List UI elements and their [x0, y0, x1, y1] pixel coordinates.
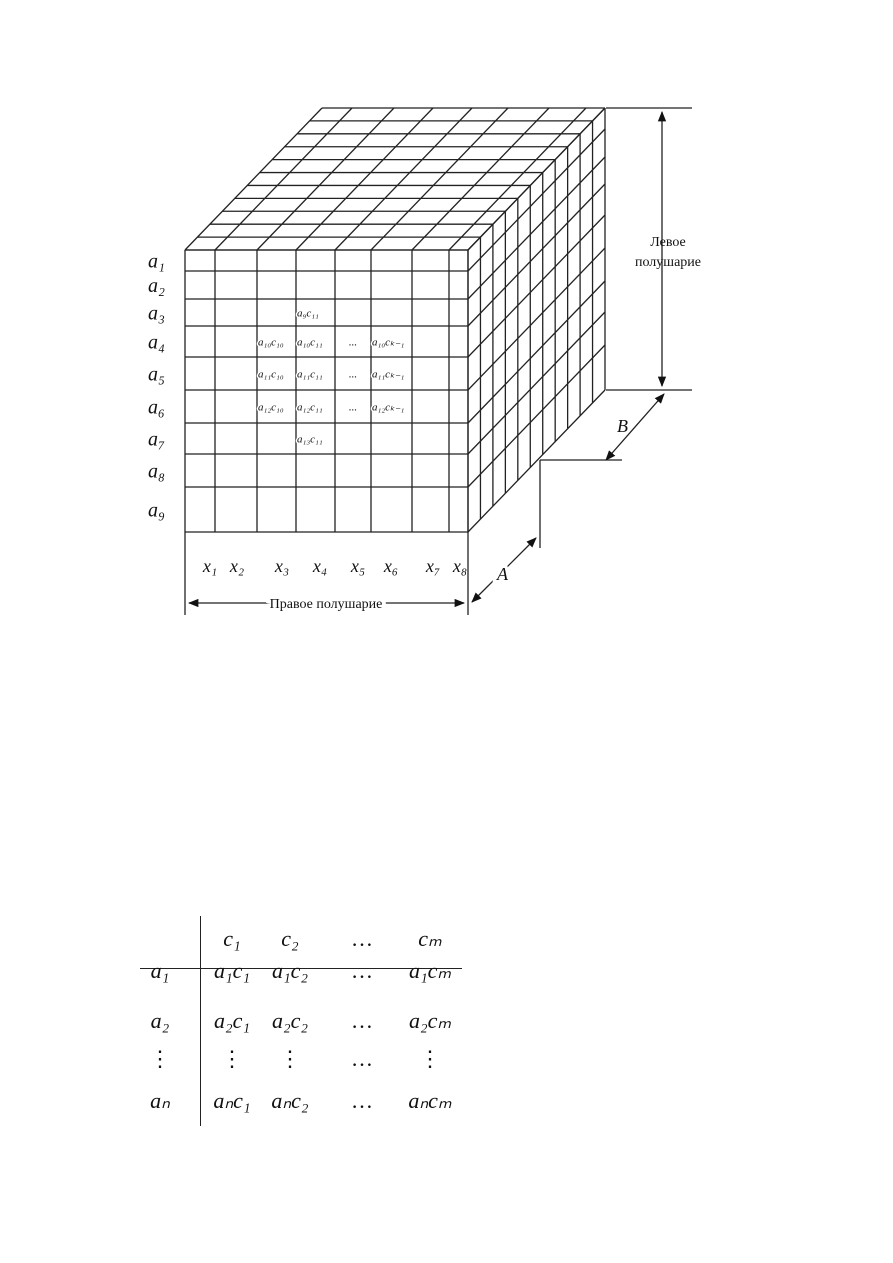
cube-cell-10: a₁₂c₁₁ [297, 402, 323, 414]
dimension-lines [184, 107, 692, 615]
side-row-line-0 [467, 107, 606, 251]
cube-cell-2: a₁₀c₁₁ [297, 337, 323, 349]
left-hemisphere-label-line1: Левое [650, 235, 686, 250]
row-label-6: a₆ [148, 397, 165, 419]
matrix-cell-4-1: aₙc₁ [213, 1088, 251, 1113]
matrix-row-label-2: a₂ [150, 1008, 170, 1033]
row-label-2: a₂ [148, 275, 165, 297]
depth-a-label: A [496, 564, 509, 584]
top-col-line-0 [184, 107, 323, 251]
side-row-line-5 [467, 247, 606, 391]
side-row-line-3 [467, 183, 606, 327]
top-col-line-3 [295, 107, 434, 251]
matrix-cell-2-3: … [351, 1008, 373, 1033]
row-label-8: a₈ [148, 461, 165, 483]
matrix-cell-1-1: a₁c₁ [213, 958, 251, 983]
col-label-4: x₄ [312, 556, 327, 576]
cube-cell-5: a₁₁c₁₀ [258, 369, 284, 381]
matrix-cell-2-1: a₂c₁ [213, 1008, 251, 1033]
depth-a-arrow [471, 537, 537, 603]
cube-cell-6: a₁₁c₁₁ [297, 369, 323, 381]
left-hemisphere-label-line2: полушарие [635, 255, 701, 270]
matrix-cell-1-3: … [351, 958, 373, 983]
matrix-cell-3-1: ⋮ [221, 1046, 243, 1071]
col-label-7: x₇ [425, 556, 440, 576]
matrix-col-header-1: c₁ [223, 926, 241, 951]
matrix-label-rule [200, 916, 201, 1126]
matrix-col-header-3: … [351, 926, 373, 951]
matrix-col-header-2: c₂ [281, 926, 299, 951]
matrix-cell-4-2: aₙc₂ [271, 1088, 309, 1113]
depth-b-arrow [605, 393, 665, 461]
depth-b-label: B [617, 416, 628, 436]
side-row-line-7 [467, 311, 606, 455]
cube-cell-12: a₁₂cₖ₋₁ [372, 402, 405, 414]
top-col-line-2 [256, 107, 395, 251]
cube-cell-0: a₉c₁₁ [297, 308, 319, 320]
matrix-row-label-4: aₙ [150, 1088, 170, 1113]
matrix-row-label-1: a₁ [150, 958, 170, 983]
row-label-9: a₉ [148, 500, 165, 522]
side-row-line-9 [467, 389, 606, 533]
row-label-1: a₁ [148, 251, 165, 273]
cube-grid [184, 107, 606, 533]
matrix-cell-3-4: ⋮ [419, 1046, 441, 1071]
col-label-6: x₆ [383, 556, 398, 576]
col-label-1: x₁ [202, 556, 217, 576]
matrix-cell-4-3: … [351, 1088, 373, 1113]
cube-cell-13: a₁₃c₁₁ [297, 434, 323, 446]
col-label-5: x₅ [350, 556, 365, 576]
top-col-line-4 [334, 107, 473, 251]
cube-cell-8: a₁₁cₖ₋₁ [372, 369, 405, 381]
matrix-cell-1-2: a₁c₂ [271, 958, 309, 983]
col-label-3: x₃ [274, 556, 289, 576]
matrix-header-rule [140, 968, 462, 969]
matrix-cell-3-3: … [351, 1046, 373, 1071]
cube-cell-1: a₁₀c₁₀ [258, 337, 284, 349]
side-row-line-8 [467, 344, 606, 488]
top-col-line-7 [448, 107, 587, 251]
matrix-cell-1-4: a₁cₘ [408, 958, 452, 983]
matrix-col-header-4: cₘ [418, 926, 442, 951]
cube-cell-7: ... [349, 369, 357, 381]
row-label-4: a₄ [148, 332, 165, 354]
cube-cell-11: ... [349, 402, 357, 414]
row-label-7: a₇ [148, 429, 165, 451]
col-label-2: x₂ [229, 556, 244, 576]
dimension-labels: Левое полушарие Правое полушарие A B [266, 235, 701, 616]
cube-cell-3: ... [349, 337, 357, 349]
right-hemisphere-label: Правое полушарие [270, 597, 383, 612]
side-row-line-1 [467, 128, 606, 272]
cube-cell-4: a₁₀cₖ₋₁ [372, 337, 405, 349]
side-row-line-2 [467, 156, 606, 300]
col-label-8: x₈ [452, 556, 467, 576]
matrix-cell-2-2: a₂c₂ [271, 1008, 309, 1033]
cube-cell-9: a₁₂c₁₀ [258, 402, 284, 414]
product-matrix: c₁ c₂ … cₘ a₁ a₁c₁ a₁c₂ … a₁cₘ a₂ a₂c₁ a₂c₂ … a₂cₘ ⋮ ⋮ ⋮… [140, 910, 480, 1150]
side-row-line-4 [467, 214, 606, 358]
top-col-line-5 [370, 107, 509, 251]
top-col-line-1 [214, 107, 353, 251]
top-col-line-6 [411, 107, 550, 251]
matrix-row-label-3: ⋮ [149, 1046, 171, 1071]
matrix-cell-3-2: ⋮ [279, 1046, 301, 1071]
matrix-cell-4-4: aₙcₘ [408, 1088, 452, 1113]
row-label-3: a₃ [148, 303, 165, 325]
row-label-5: a₅ [148, 364, 165, 386]
matrix-cell-2-4: a₂cₘ [408, 1008, 452, 1033]
side-row-line-6 [467, 280, 606, 424]
